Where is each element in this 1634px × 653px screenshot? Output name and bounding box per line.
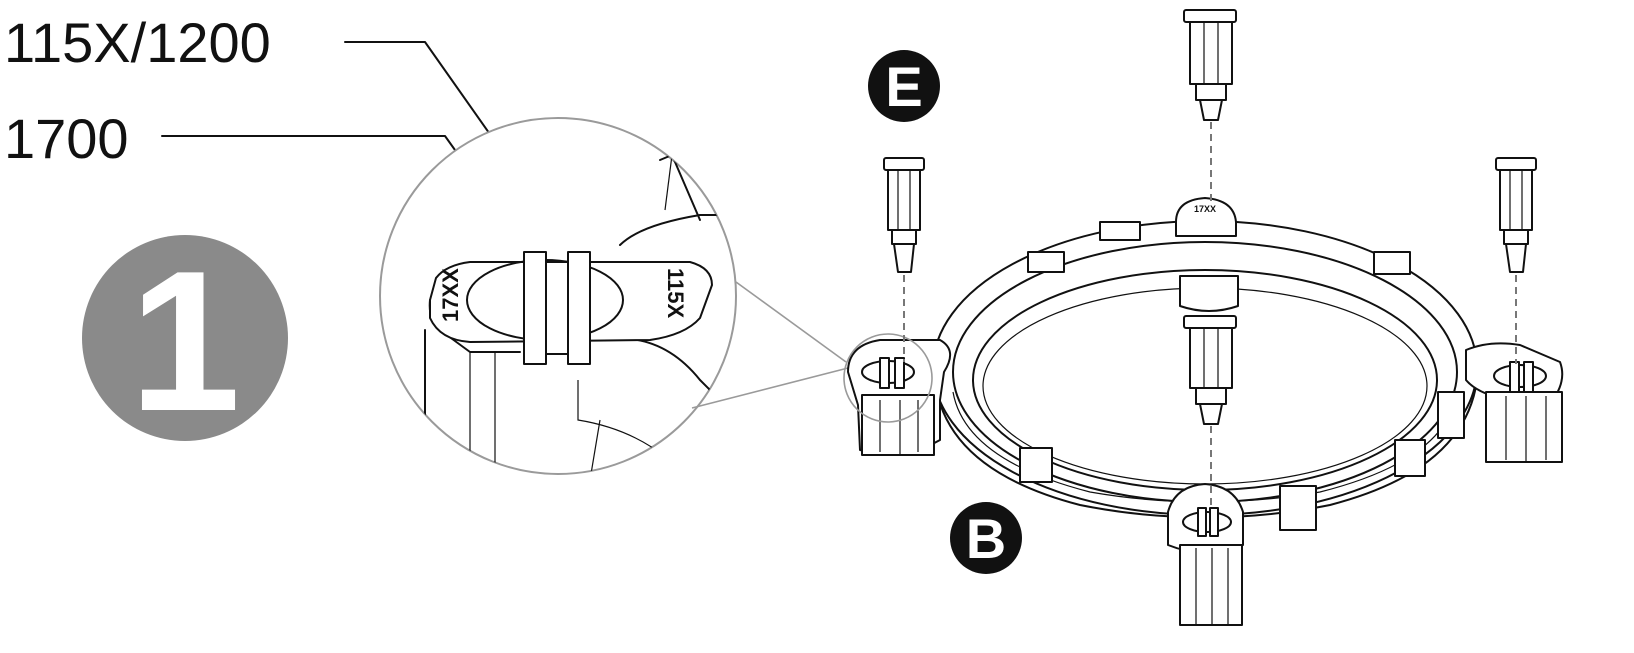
standoff-pin-right <box>1495 157 1537 273</box>
standoff-pin-left <box>883 157 925 273</box>
mounting-bracket: 17XX <box>843 197 1564 626</box>
magnifier-connector-top <box>735 281 847 363</box>
part-letter-e: E <box>885 55 922 118</box>
magnifier-connector-bottom <box>691 367 849 409</box>
left-arm-focus-circle <box>843 333 933 423</box>
detail-mark-17xx: 17XX <box>438 268 463 322</box>
magnified-detail: 17XX 115X <box>379 117 737 475</box>
part-badge-e: E <box>868 50 940 122</box>
standoff-pin-top <box>1183 9 1237 121</box>
bracket-mark-rear: 17XX <box>1194 204 1216 214</box>
part-badge-b: B <box>950 502 1022 574</box>
callout-label-115x-1200: 115X/1200 <box>4 11 271 74</box>
callout-label-1700: 1700 <box>4 107 129 170</box>
standoff-pin-center <box>1183 315 1237 425</box>
step-badge: 1 <box>82 230 288 453</box>
detail-mark-115x: 115X <box>663 268 688 318</box>
part-letter-b: B <box>966 507 1006 570</box>
step-number: 1 <box>129 230 240 453</box>
